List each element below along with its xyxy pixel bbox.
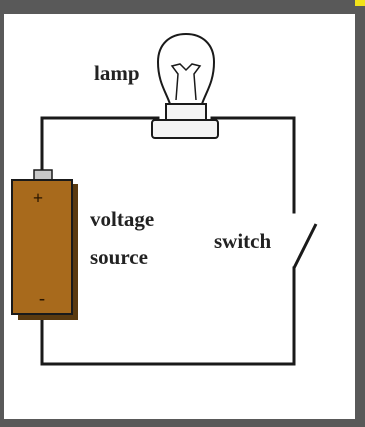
bottom-wire [40, 266, 296, 366]
light-bulb-icon [151, 32, 219, 139]
bulb-neck [165, 103, 207, 121]
battery-cap [33, 169, 53, 181]
top-right-wire [210, 116, 296, 214]
open-switch-icon [292, 223, 318, 269]
voltage-source-label-line1: voltage [90, 207, 154, 231]
top-left-wire [40, 116, 160, 176]
voltage-source-label-line2: source [90, 245, 148, 269]
battery-body [11, 179, 73, 315]
battery-plus-label: + [33, 188, 43, 208]
battery-minus-label: - [39, 288, 45, 308]
battery-icon: + - [11, 169, 78, 320]
lamp-label: lamp [94, 61, 140, 85]
bulb-filament [170, 63, 202, 101]
bulb-base [151, 119, 219, 139]
switch-blade [292, 223, 318, 269]
switch-label: switch [214, 229, 271, 253]
frame-accent [355, 0, 365, 6]
circuit-wires [40, 116, 296, 366]
